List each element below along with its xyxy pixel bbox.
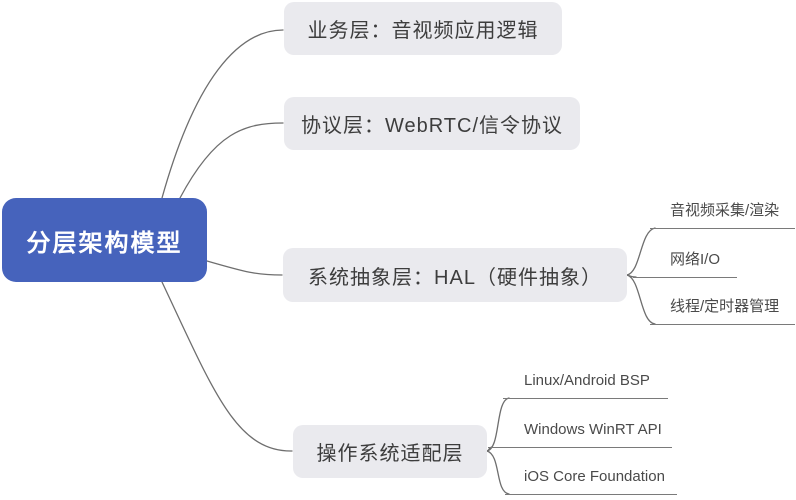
child-node-label: Linux/Android BSP (524, 372, 650, 389)
branch-node-protocol-layer[interactable]: 协议层：WebRTC/信令协议 (284, 97, 580, 150)
branch-node-label: 协议层：WebRTC/信令协议 (300, 115, 564, 137)
root-node-label: 分层架构模型 (26, 229, 183, 257)
child-node-label: 音视频采集/渲染 (670, 202, 780, 219)
edge-root-to-branch-2 (179, 122, 284, 199)
child-node-label: 网络I/O (670, 251, 721, 268)
branch-node-label: 系统抽象层：HAL（硬件抽象） (308, 266, 602, 289)
branch-node-label: 操作系统适配层 (316, 443, 464, 465)
edge-root-to-branch-4 (161, 281, 293, 452)
child-node-av-capture-render[interactable]: 音视频采集/渲染 (650, 201, 795, 229)
child-node-label: 线程/定时器管理 (670, 298, 780, 315)
branch-node-hal-layer[interactable]: 系统抽象层：HAL（硬件抽象） (283, 248, 627, 302)
child-node-label: iOS Core Foundation (524, 468, 665, 485)
branch-node-os-adapter-layer[interactable]: 操作系统适配层 (293, 425, 487, 478)
root-node-layered-architecture[interactable]: 分层架构模型 (2, 198, 207, 282)
child-node-ios-core-foundation[interactable]: iOS Core Foundation (505, 467, 677, 495)
edge-root-to-branch-1 (161, 29, 284, 199)
child-node-windows-winrt-api[interactable]: Windows WinRT API (488, 420, 672, 448)
child-node-network-io[interactable]: 网络I/O (633, 250, 737, 278)
child-node-label: Windows WinRT API (524, 421, 662, 438)
child-node-thread-timer[interactable]: 线程/定时器管理 (650, 297, 795, 325)
branch-node-label: 业务层：音视频应用逻辑 (307, 20, 539, 42)
branch-node-business-layer[interactable]: 业务层：音视频应用逻辑 (284, 2, 562, 55)
edge-root-to-branch-3 (206, 260, 283, 276)
child-node-linux-android-bsp[interactable]: Linux/Android BSP (503, 371, 668, 399)
